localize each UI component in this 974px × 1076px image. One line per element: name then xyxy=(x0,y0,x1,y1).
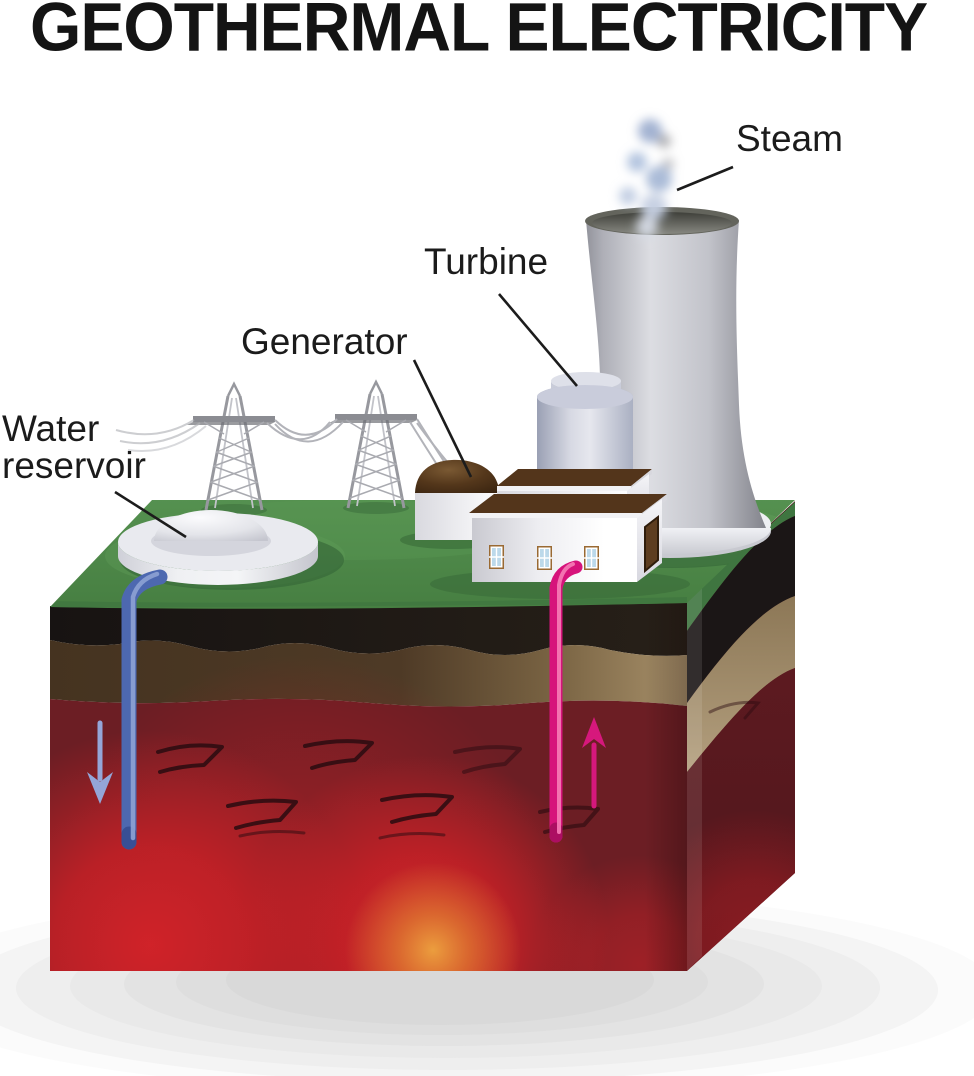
rock-cracks xyxy=(156,739,600,840)
label-generator: Generator xyxy=(241,321,408,362)
door xyxy=(644,514,659,574)
production-well-pipe xyxy=(549,560,583,843)
leader-lines xyxy=(114,165,734,539)
front-roof xyxy=(469,494,667,513)
steam-leader-line xyxy=(676,165,734,192)
generator-dome xyxy=(415,459,499,493)
reservoir-leader-line xyxy=(114,490,187,539)
water-reservoir xyxy=(118,510,318,585)
page-title: GEOTHERMAL ELECTRICITY xyxy=(30,0,928,65)
injection-well-pipe xyxy=(121,569,168,850)
hot-water-up-arrow xyxy=(582,717,606,809)
label-steam: Steam xyxy=(736,118,843,159)
flow-arrows xyxy=(87,717,606,809)
magma-hotspot xyxy=(345,862,521,971)
label-water-reservoir: Water reservoir xyxy=(2,408,146,486)
cold-water-down-arrow xyxy=(87,720,113,804)
front-windows xyxy=(489,545,599,570)
steam-puffs xyxy=(619,119,674,238)
generator-leader-line xyxy=(412,359,473,478)
power-pylon-right xyxy=(327,380,419,516)
power-plant-building xyxy=(469,469,667,582)
earth-front-face xyxy=(50,600,687,971)
turbine-leader-line xyxy=(498,293,578,387)
label-turbine: Turbine xyxy=(424,241,549,282)
back-roof xyxy=(497,469,652,486)
